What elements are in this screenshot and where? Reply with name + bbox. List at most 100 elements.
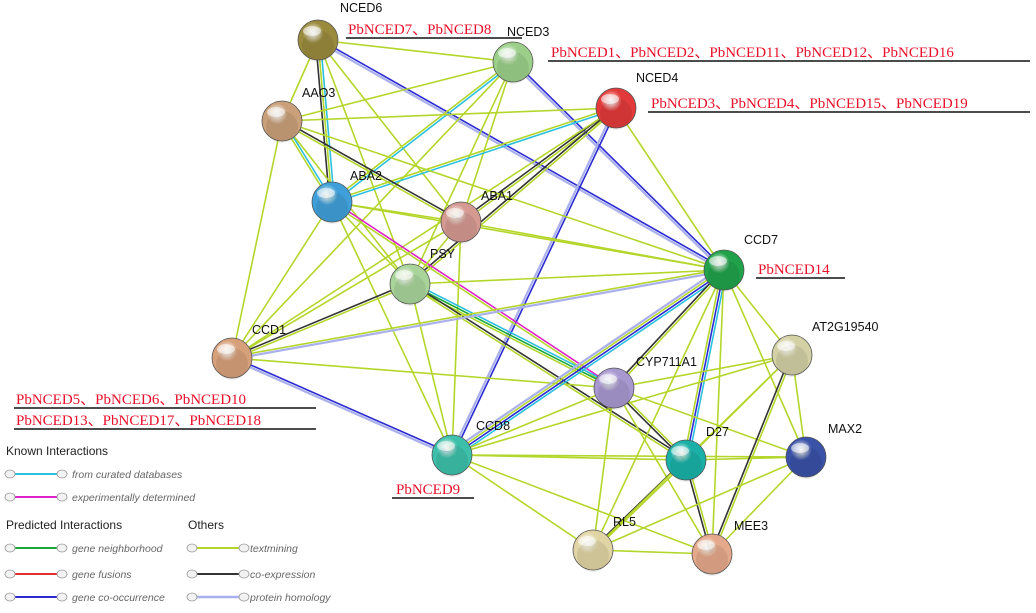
edge-line-textmining [231, 268, 724, 358]
edge-line-homology [231, 358, 452, 458]
edge-CCD8-MAX2 [451, 454, 807, 458]
edge-CCD8-CYP711A1 [451, 387, 615, 456]
node-at2g19540[interactable]: AT2G19540 [771, 320, 879, 377]
legend-item-fusion: gene fusions [4, 569, 132, 581]
legend-item-experimental: experimentally determined [4, 492, 196, 504]
annotation-text: PbNCED7、PbNCED8 [348, 22, 491, 38]
edge-CYP711A1-MEE3 [613, 387, 713, 555]
edge-line-curated [687, 270, 728, 461]
edge-line-textmining [451, 387, 615, 456]
edge-NCED3-CCD7 [511, 60, 726, 272]
node-cyp711a1[interactable]: CYP711A1 [593, 355, 697, 410]
node-shading [216, 348, 248, 380]
node-aba1[interactable]: ABA1 [440, 189, 513, 244]
legend-item-homology: protein homology [186, 592, 331, 604]
node-highlight [395, 270, 413, 280]
edge-line-textmining [451, 221, 462, 456]
node-rl5[interactable]: RL5 [572, 515, 636, 572]
node-nced3[interactable]: NCED3 [492, 25, 549, 84]
node-highlight [267, 107, 285, 117]
node-highlight [671, 446, 689, 456]
edge-line-coexpression [282, 119, 462, 222]
edge-line-textmining [451, 454, 713, 555]
node-mee3[interactable]: MEE3 [691, 519, 768, 576]
legend-node-left [186, 592, 198, 602]
node-shading [394, 274, 426, 306]
node-max2[interactable]: MAX2 [785, 422, 862, 479]
node-ccd8[interactable]: CCD8 [431, 419, 510, 477]
node-shading [790, 447, 822, 479]
edge-line-curated [410, 281, 616, 387]
edge-line-coexpression [612, 268, 724, 388]
node-ccd7[interactable]: CCD7 [703, 233, 778, 292]
annotation-text: PbNCED13、PbNCED17、PbNCED18 [16, 413, 261, 429]
edge-NCED6-PSY [317, 39, 411, 285]
legend-item-textmining: textmining [186, 543, 298, 555]
node-shading [696, 544, 728, 576]
edge-CYP711A1-AT2G19540 [613, 354, 793, 389]
edge-PSY-CCD7 [409, 269, 725, 285]
node-label: NCED4 [636, 71, 678, 85]
edge-MAX2-MEE3 [711, 456, 807, 555]
legend-node-left [4, 492, 16, 502]
edge-ABA1-CCD8 [451, 221, 462, 456]
node-nced4[interactable]: NCED4 [595, 71, 678, 130]
node-label: CCD7 [744, 233, 778, 247]
annotation-nced3: PbNCED1、PbNCED2、PbNCED11、PbNCED12、PbNCED… [548, 45, 1030, 62]
edge-AT2G19540-MEE3 [710, 354, 794, 555]
edge-NCED3-ABA1 [460, 61, 514, 223]
edge-CCD8-MEE3 [451, 454, 713, 555]
node-highlight [697, 540, 715, 550]
edge-NCED3-ABA2 [330, 60, 515, 204]
edge-line-textmining [592, 269, 725, 551]
edge-line-coexpression [314, 40, 331, 203]
node-shading [445, 212, 477, 244]
edge-line-curated [332, 108, 617, 204]
edge-line-textmining [231, 120, 283, 359]
node-nced6[interactable]: NCED6 [297, 1, 382, 62]
node-psy[interactable]: PSY [389, 247, 456, 306]
node-highlight [578, 536, 596, 546]
node-d27[interactable]: D27 [665, 425, 729, 482]
edge-line-textmining [281, 121, 461, 224]
edge-line-homology [449, 266, 723, 453]
legend-sample-fusion [4, 569, 68, 579]
edge-line-textmining [231, 201, 333, 359]
edge-NCED4-AAO3 [281, 107, 617, 122]
node-highlight [791, 443, 809, 453]
annotation-ccd7: PbNCED14 [756, 262, 845, 279]
legend-node-right [56, 469, 68, 479]
annotation-text: PbNCED5、PbNCED6、PbNCED10 [16, 392, 246, 408]
annotation-text: PbNCED1、PbNCED2、PbNCED11、PbNCED12、PbNCED… [551, 45, 954, 61]
edge-line-textmining [460, 221, 725, 271]
edge-line-textmining [281, 61, 514, 122]
edge-PSY-CCD8 [409, 283, 453, 456]
node-aba2[interactable]: ABA2 [311, 169, 382, 224]
edge-line-coexpression [710, 354, 792, 554]
node-label: ABA1 [481, 189, 513, 203]
edge-line-textmining [231, 221, 462, 359]
node-aao3[interactable]: AAO3 [261, 86, 335, 143]
edge-AAO3-CCD7 [281, 120, 725, 271]
node-highlight [498, 48, 516, 58]
node-shading [497, 52, 529, 84]
legend-node-left [4, 469, 16, 479]
edge-NCED4-CCD8 [449, 107, 618, 456]
node-ccd1[interactable]: CCD1 [211, 323, 286, 380]
node-shading [436, 445, 468, 477]
node-highlight [601, 94, 619, 104]
edge-line-textmining [614, 270, 726, 390]
node-highlight [709, 256, 727, 266]
legend-label-curated: from curated databases [72, 469, 183, 481]
annotation-text: PbNCED9 [396, 482, 460, 498]
edge-NCED3-PSY [409, 61, 514, 285]
legend-item-coexpression: co-expression [186, 569, 316, 581]
edge-CCD1-CCD8 [231, 356, 453, 458]
node-shading [670, 450, 702, 482]
legend-node-right [56, 569, 68, 579]
legend-label-neighborhood: gene neighborhood [72, 543, 164, 555]
node-highlight [599, 374, 617, 384]
node-shading [302, 30, 334, 62]
edge-line-experimental [332, 200, 616, 388]
legend-item-cooccurrence: gene co-occurrence [4, 592, 165, 604]
